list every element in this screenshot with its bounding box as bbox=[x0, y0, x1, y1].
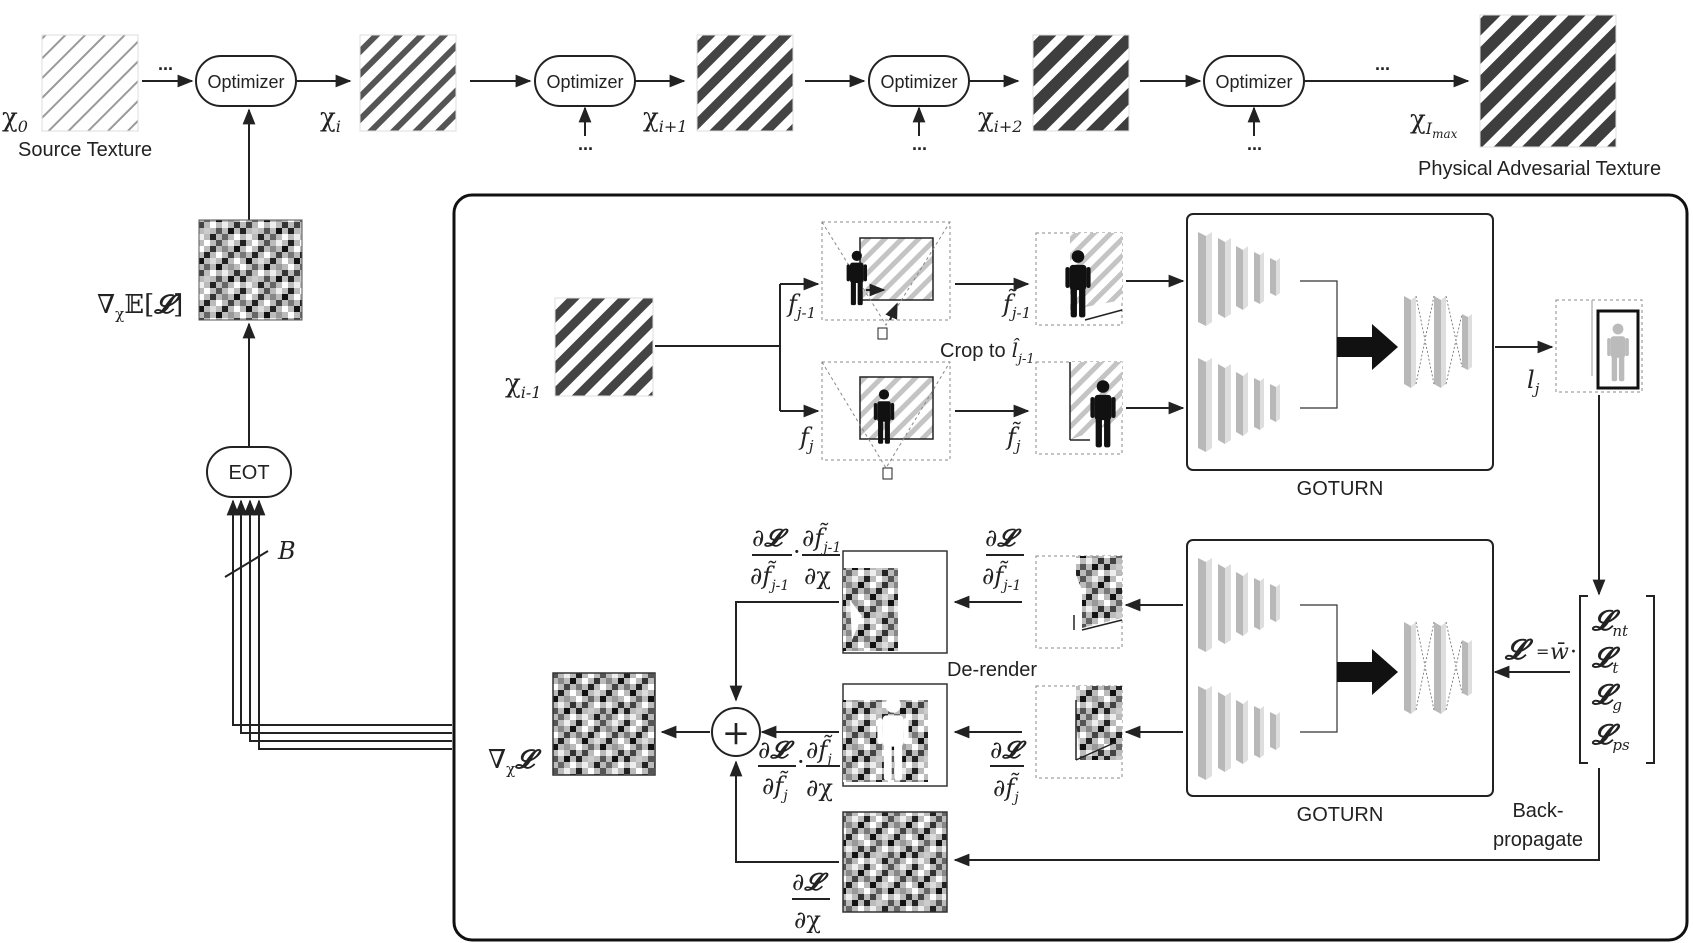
source-texture-image bbox=[41, 34, 139, 132]
expected-gradient-label: ∇χ𝔼[𝓛] bbox=[97, 290, 183, 323]
chain-dot-1: · bbox=[793, 538, 801, 566]
camera-icon bbox=[882, 467, 893, 480]
physical-texture-label: Physical Advesarial Texture bbox=[1418, 158, 1661, 180]
dL-dchi-num: ∂𝓛 bbox=[792, 867, 829, 896]
texture-chi-i2-image bbox=[1032, 34, 1130, 132]
left-gradient-column: ∇χ𝔼[𝓛] EOT B bbox=[97, 108, 452, 750]
frame-jm1 bbox=[821, 221, 951, 321]
goturn-label-bottom: GOTURN bbox=[1297, 804, 1384, 826]
optimizer-label-2: Optimizer bbox=[546, 72, 623, 92]
loss-vector: 𝓛nt 𝓛t 𝓛g 𝓛ps 𝓛 = w̄ · bbox=[1493, 595, 1655, 764]
chi-imax-label: χImax bbox=[1410, 105, 1458, 141]
f-tilde-jm1-label: f̃j-1 bbox=[1001, 289, 1031, 322]
input-texture-group: χi-1 bbox=[505, 277, 820, 418]
chain-rule-j-den2: ∂χ bbox=[806, 774, 833, 802]
goturn-backward: GOTURN bbox=[1124, 539, 1494, 826]
sum-node-icon bbox=[711, 707, 761, 757]
eot-box bbox=[206, 446, 292, 498]
chi-i2-label: χi+2 bbox=[978, 103, 1022, 136]
derendered-gradients: De-render ∂𝓛 ∂f̃j-1 · ∂f̃j-1 ∂χ ∂𝓛 ∂f̃j … bbox=[750, 523, 1600, 934]
loss-g: 𝓛g bbox=[1591, 678, 1622, 714]
rendered-frames: fj-1 fj bbox=[786, 221, 1030, 480]
loss-t: 𝓛t bbox=[1591, 641, 1621, 677]
optimizer-label-3: Optimizer bbox=[880, 72, 957, 92]
equals-sign: = bbox=[1536, 642, 1549, 661]
goturn-forward: GOTURN bbox=[1186, 213, 1554, 500]
f-jm1-label: fj-1 bbox=[786, 290, 816, 322]
camera-icon bbox=[877, 327, 888, 340]
chi-0-label: χ0 bbox=[2, 103, 28, 136]
l-j-label: lj bbox=[1527, 366, 1540, 398]
sum-node-group: + ∇χ𝓛 bbox=[488, 601, 839, 863]
chain-rule-jm1-den: ∂f̃j-1 bbox=[750, 561, 789, 594]
main-process-box bbox=[452, 193, 1689, 942]
frame-j bbox=[821, 361, 951, 461]
arrow-icon bbox=[1337, 649, 1398, 695]
back-propagate-label-2: propagate bbox=[1493, 829, 1583, 851]
dL-dchi-den: ∂χ bbox=[794, 906, 821, 934]
arrow-icon bbox=[1337, 324, 1398, 370]
batch-label: B bbox=[277, 537, 296, 565]
ellipsis-1: ... bbox=[158, 54, 173, 74]
chain-rule-j-num: ∂𝓛 bbox=[758, 735, 795, 764]
source-texture-label: Source Texture bbox=[18, 139, 152, 161]
tracker-output: lj bbox=[1527, 299, 1643, 596]
chain-rule-j-den: ∂f̃j bbox=[762, 771, 789, 804]
optimizer-label-4: Optimizer bbox=[1215, 72, 1292, 92]
chi-i-label: χi bbox=[320, 103, 341, 136]
weight-vector: w̄ bbox=[1550, 640, 1569, 665]
loss-nt: 𝓛nt bbox=[1591, 604, 1629, 640]
goturn-label-top: GOTURN bbox=[1297, 478, 1384, 500]
loss-total: 𝓛 bbox=[1504, 633, 1534, 666]
chain-rule-jm1-den2: ∂χ bbox=[804, 562, 831, 590]
d-ftilde-j-den: ∂f̃j bbox=[993, 773, 1020, 806]
dL-d-ftilde-j-label: ∂𝓛 bbox=[990, 735, 1027, 764]
texture-chi-i1-image bbox=[696, 34, 794, 132]
back-propagate-label-1: Back- bbox=[1512, 800, 1563, 822]
physical-adversarial-texture-image bbox=[1479, 14, 1617, 148]
ellipsis-2: ... bbox=[578, 134, 593, 154]
f-tilde-j-label: f̃j bbox=[1005, 422, 1022, 455]
eot-label: EOT bbox=[228, 462, 269, 484]
f-j-label: fj bbox=[798, 423, 814, 455]
de-render-label: De-render bbox=[947, 659, 1037, 681]
texture-chi-im1-image bbox=[554, 297, 654, 397]
chi-i1-label: χi+1 bbox=[643, 103, 687, 136]
top-optimization-row: χ0 Source Texture ... Optimizer χi Optim… bbox=[2, 14, 1661, 180]
final-gradient-noise-icon bbox=[552, 672, 656, 776]
expected-gradient-noise-icon bbox=[198, 219, 303, 321]
dL-d-ftilde-jm1-label: ∂𝓛 bbox=[985, 523, 1022, 552]
dot-product: · bbox=[1570, 640, 1577, 665]
chain-rule-j-num2: ∂f̃j bbox=[806, 735, 833, 768]
texture-chi-i-image bbox=[359, 34, 457, 132]
d-ftilde-jm1-den: ∂f̃j-1 bbox=[982, 561, 1021, 594]
optimizer-label-1: Optimizer bbox=[207, 72, 284, 92]
sum-plus: + bbox=[722, 713, 751, 753]
loss-ps: 𝓛ps bbox=[1591, 718, 1630, 754]
chain-dot-2: · bbox=[797, 748, 805, 776]
chi-im1-label: χi-1 bbox=[505, 369, 541, 402]
ellipsis-3: ... bbox=[912, 134, 927, 154]
chain-rule-jm1-num: ∂𝓛 bbox=[752, 523, 789, 552]
final-gradient-label: ∇χ𝓛 bbox=[488, 745, 542, 778]
noise-texture-icon bbox=[842, 811, 948, 913]
ellipsis-5: ... bbox=[1375, 54, 1390, 74]
ellipsis-4: ... bbox=[1247, 134, 1262, 154]
gradient-crops: ∂𝓛 ∂f̃j-1 ∂𝓛 ∂f̃j bbox=[953, 523, 1123, 806]
chain-rule-jm1-num2: ∂f̃j-1 bbox=[802, 523, 841, 556]
